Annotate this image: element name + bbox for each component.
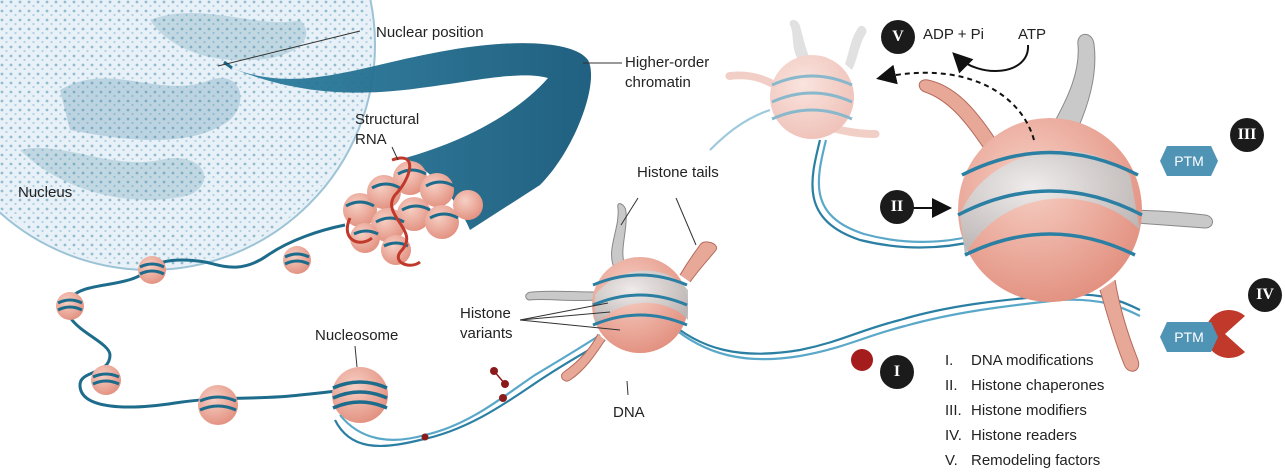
legend-text: DNA modifications — [971, 352, 1094, 369]
label-nucleosome: Nucleosome — [315, 327, 398, 345]
badge-iii: III — [1230, 118, 1264, 152]
label-histone-variants-1: Histone — [460, 305, 511, 323]
ptm-tag-modifier: PTM — [1160, 146, 1218, 176]
legend-num: I. — [945, 348, 971, 373]
legend-num: IV. — [945, 423, 971, 448]
nucleosome — [332, 346, 388, 423]
legend-item: III.Histone modifiers — [945, 398, 1104, 423]
legend-text: Histone modifiers — [971, 402, 1087, 419]
nucleus — [0, 0, 375, 270]
legend: I.DNA modifications II.Histone chaperone… — [945, 348, 1104, 473]
legend-num: III. — [945, 398, 971, 423]
badge-v: V — [881, 20, 915, 54]
badge-ii: II — [880, 190, 914, 224]
label-histone-variants-2: variants — [460, 325, 513, 343]
dna-modification-marks — [422, 367, 510, 441]
legend-item: II.Histone chaperones — [945, 373, 1104, 398]
label-nucleus: Nucleus — [18, 184, 72, 202]
legend-num: II. — [945, 373, 971, 398]
large-nucleosome — [919, 34, 1212, 371]
label-higher-order-1: Higher-order — [625, 54, 709, 72]
label-structural-1: Structural — [355, 111, 419, 129]
legend-item: I.DNA modifications — [945, 348, 1104, 373]
remodeled-nucleosome — [726, 20, 880, 139]
legend-item: V.Remodeling factors — [945, 448, 1104, 473]
label-dna: DNA — [613, 404, 645, 422]
label-histone-tails: Histone tails — [637, 164, 719, 182]
label-adp-pi: ADP + Pi — [923, 26, 984, 44]
legend-text: Remodeling factors — [971, 452, 1100, 469]
legend-text: Histone chaperones — [971, 377, 1104, 394]
label-atp: ATP — [1018, 26, 1046, 44]
badge-iv: IV — [1248, 278, 1282, 312]
label-structural-2: RNA — [355, 131, 387, 149]
legend-text: Histone readers — [971, 427, 1077, 444]
legend-item: IV.Histone readers — [945, 423, 1104, 448]
ptm-tag-reader: PTM — [1160, 322, 1218, 352]
badge-i: I — [880, 355, 914, 389]
label-higher-order-2: chromatin — [625, 74, 691, 92]
label-nuclear-position: Nuclear position — [376, 24, 484, 42]
methyl-mark — [851, 349, 873, 371]
legend-num: V. — [945, 448, 971, 473]
